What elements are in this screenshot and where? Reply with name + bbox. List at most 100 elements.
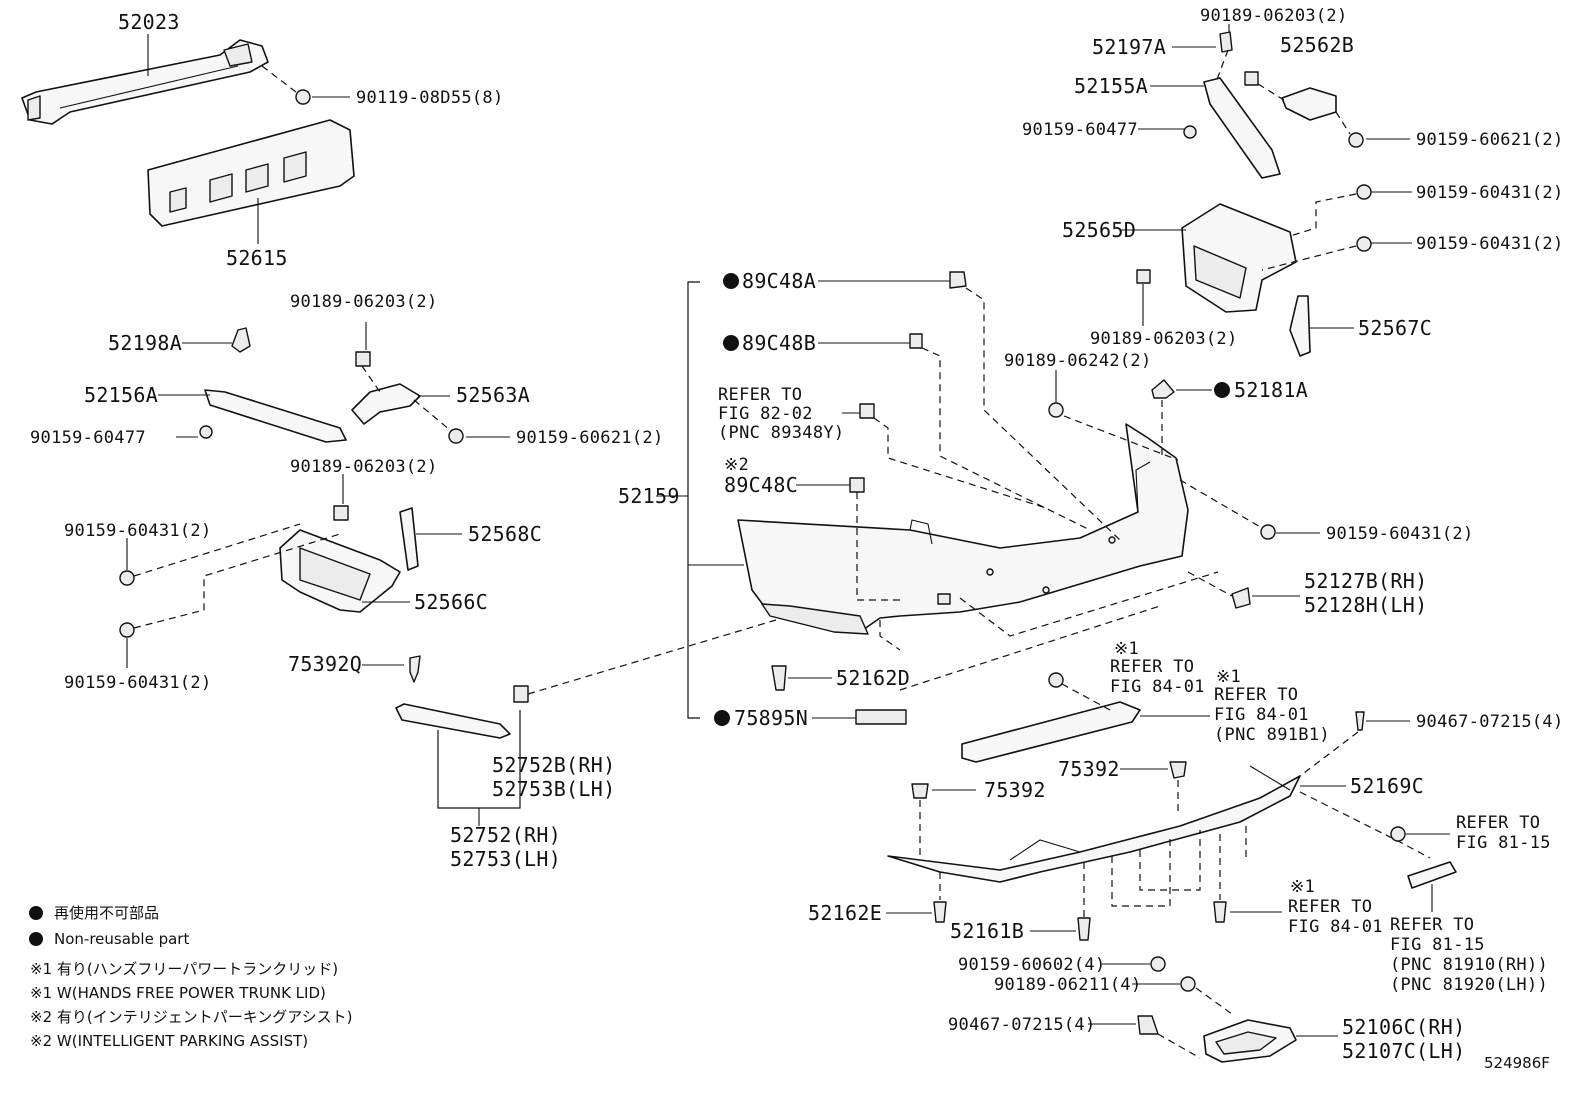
label-90159-60431-l1: 90159-60431(2) bbox=[64, 521, 212, 541]
label-90119-08D55: 90119-08D55(8) bbox=[356, 88, 504, 108]
bolt-90159-60431-r3 bbox=[1260, 524, 1276, 540]
label-52198A: 52198A bbox=[108, 331, 182, 355]
retainer-52156A bbox=[199, 327, 347, 443]
ref-8115a-line2: FIG 81-15 bbox=[1456, 833, 1551, 853]
label-52753B: 52753B(LH) bbox=[492, 777, 615, 801]
reflector-52567C bbox=[1289, 295, 1311, 357]
seal-75895N bbox=[855, 709, 907, 725]
label-90159-60477-r: 90159-60477 bbox=[1022, 120, 1138, 140]
cap-52181A bbox=[1151, 379, 1175, 399]
reflector-52568C bbox=[399, 507, 419, 571]
label-52197A: 52197A bbox=[1092, 35, 1166, 59]
label-90189-06203-mr: 90189-06203(2) bbox=[1090, 329, 1238, 349]
label-52155A: 52155A bbox=[1074, 74, 1148, 98]
finisher-52106C bbox=[1203, 1019, 1297, 1063]
ref-8401a-line2: FIG 84-01 bbox=[1110, 677, 1205, 697]
ref-8401b-mark: ※1 bbox=[1216, 667, 1241, 687]
label-52023: 52023 bbox=[118, 10, 180, 34]
clip-89C48B bbox=[909, 333, 923, 349]
bracket-52563A bbox=[351, 351, 464, 444]
label-75895N: 75895N bbox=[734, 706, 808, 730]
label-90159-60621-r: 90159-60621(2) bbox=[1416, 130, 1564, 150]
ref-8202-line2: FIG 82-02 bbox=[718, 404, 813, 424]
label-90189-06203-ml: 90189-06203(2) bbox=[290, 457, 438, 477]
ref-8115b-line4: (PNC 81920(LH)) bbox=[1390, 975, 1548, 995]
label-90189-06211: 90189-06211(4) bbox=[994, 975, 1142, 995]
clip-52161B bbox=[1077, 917, 1091, 941]
ref-8115b-line1: REFER TO bbox=[1390, 915, 1474, 935]
label-89C48B: 89C48B bbox=[742, 331, 816, 355]
label-52127B: 52127B(RH) bbox=[1304, 569, 1427, 593]
label-52752B: 52752B(RH) bbox=[492, 753, 615, 777]
label-90159-60431-r3: 90159-60431(2) bbox=[1326, 524, 1474, 544]
label-52563A: 52563A bbox=[456, 383, 530, 407]
bumper-cover-52159 bbox=[737, 423, 1189, 635]
label-52753: 52753(LH) bbox=[450, 847, 561, 871]
clip-52162E bbox=[933, 901, 947, 923]
bracket-52565D bbox=[1136, 184, 1372, 313]
label-52562B: 52562B bbox=[1280, 33, 1354, 57]
label-52159: 52159 bbox=[618, 484, 680, 508]
label-52107C: 52107C(LH) bbox=[1342, 1039, 1465, 1063]
legend-note1-jp: ※1 有り(ハンズフリーパワートランクリッド) bbox=[30, 960, 338, 978]
label-52752: 52752(RH) bbox=[450, 823, 561, 847]
ref-8202-line1: REFER TO bbox=[718, 385, 802, 405]
clip-89348Y bbox=[859, 403, 875, 419]
label-52181A: 52181A bbox=[1234, 378, 1308, 402]
ref-8401b-line3: (PNC 891B1) bbox=[1214, 725, 1330, 745]
clip-90189-06242 bbox=[1048, 402, 1064, 418]
sensor-bracket-891B1 bbox=[961, 672, 1141, 763]
ref-8115b-line3: (PNC 81910(RH)) bbox=[1390, 955, 1548, 975]
legend-nonreuse-en: Non-reusable part bbox=[54, 930, 189, 948]
label-52567C: 52567C bbox=[1358, 316, 1432, 340]
bracket-52562B bbox=[1257, 83, 1364, 148]
clip-8401c bbox=[1213, 901, 1227, 923]
clip-89C48A bbox=[949, 271, 967, 289]
label-90189-06242: 90189-06242(2) bbox=[1004, 351, 1152, 371]
screw-90467-b bbox=[1137, 1015, 1159, 1035]
clip-75392-a bbox=[1169, 761, 1187, 779]
bracket-52566C bbox=[119, 505, 401, 638]
label-90189-06203-tl: 90189-06203(2) bbox=[290, 292, 438, 312]
diagram-id: 524986F bbox=[1484, 1054, 1550, 1072]
clip-52162D bbox=[771, 665, 787, 691]
label-52615: 52615 bbox=[226, 246, 288, 270]
ref-8401b-line1: REFER TO bbox=[1214, 685, 1298, 705]
label-52566C: 52566C bbox=[414, 590, 488, 614]
ref-8115a-line1: REFER TO bbox=[1456, 813, 1540, 833]
label-52162E: 52162E bbox=[808, 901, 882, 925]
clip-75392-b bbox=[911, 783, 929, 799]
ref-8401c-mark: ※1 bbox=[1290, 877, 1315, 897]
cover-52127B bbox=[1231, 587, 1251, 609]
ref-8202-line3: (PNC 89348Y) bbox=[718, 423, 844, 443]
diffuser-52169C bbox=[887, 765, 1301, 883]
label-90159-60431-r2: 90159-60431(2) bbox=[1416, 234, 1564, 254]
label-52565D: 52565D bbox=[1062, 218, 1136, 242]
ref-8401a-mark: ※1 bbox=[1114, 639, 1139, 659]
label-52156A: 52156A bbox=[84, 383, 158, 407]
bolt-90159-60602 bbox=[1150, 956, 1166, 972]
energy-absorber bbox=[147, 119, 355, 227]
ref-8401c-line2: FIG 84-01 bbox=[1288, 917, 1383, 937]
label-89C48A: 89C48A bbox=[742, 269, 816, 293]
screw-90467-a bbox=[1355, 711, 1365, 731]
label-52128H: 52128H(LH) bbox=[1304, 593, 1427, 617]
legend-note2-jp: ※2 有り(インテリジェントパーキングアシスト) bbox=[30, 1008, 353, 1026]
ref-8401b-line2: FIG 84-01 bbox=[1214, 705, 1309, 725]
label-89C48C: 89C48C bbox=[724, 473, 798, 497]
label-90189-06203-tr: 90189-06203(2) bbox=[1200, 6, 1348, 26]
label-90159-60477-l: 90159-60477 bbox=[30, 428, 146, 448]
label-90467-07215-b: 90467-07215(4) bbox=[948, 1015, 1096, 1035]
reflector-81910 bbox=[1407, 861, 1457, 889]
label-52161B: 52161B bbox=[950, 919, 1024, 943]
label-52162D: 52162D bbox=[836, 666, 910, 690]
legend: 再使用不可部品 Non-reusable part ※1 有り(ハンズフリーパワ… bbox=[29, 904, 353, 1050]
label-52106C: 52106C(RH) bbox=[1342, 1015, 1465, 1039]
moulding-52752 bbox=[395, 655, 529, 739]
label-90159-60431-l2: 90159-60431(2) bbox=[64, 673, 212, 693]
bumper-reinforcement bbox=[21, 39, 269, 125]
label-90159-60431-r1: 90159-60431(2) bbox=[1416, 183, 1564, 203]
label-90159-60621-l: 90159-60621(2) bbox=[516, 428, 664, 448]
label-52169C: 52169C bbox=[1350, 774, 1424, 798]
